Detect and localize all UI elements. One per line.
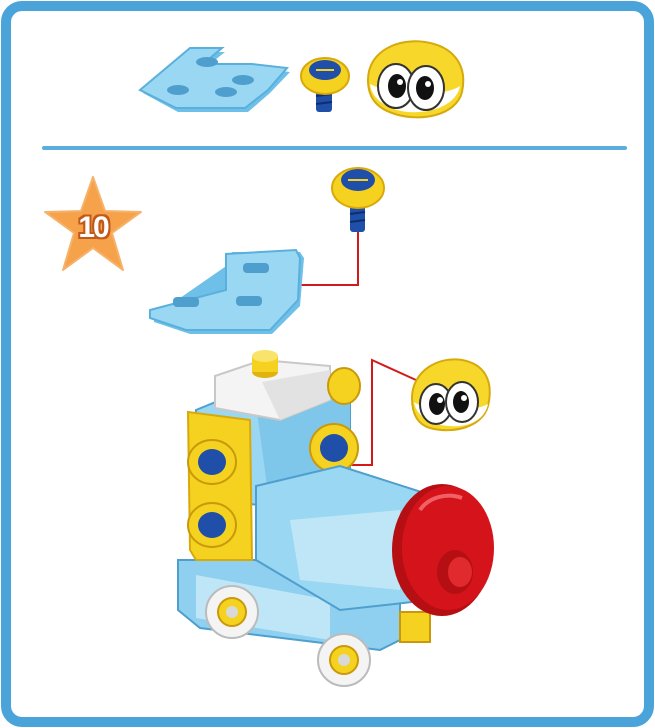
bolt-top-icon bbox=[332, 168, 384, 232]
eyes-cap-exploded-icon bbox=[412, 359, 490, 430]
wheel-rear-icon bbox=[318, 634, 370, 686]
red-wheel-icon bbox=[392, 484, 494, 616]
wheel-front-icon bbox=[206, 586, 258, 638]
l-plate-exploded-icon bbox=[150, 250, 304, 334]
